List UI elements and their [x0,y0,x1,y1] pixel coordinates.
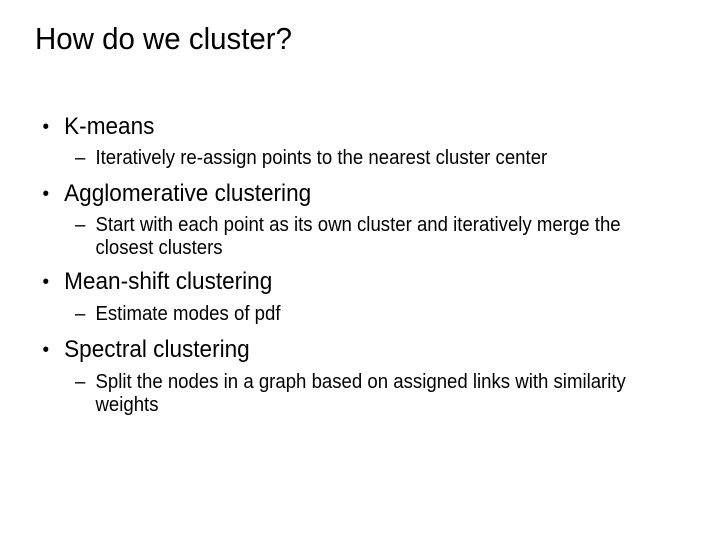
bullet-sub-label: Start with each point as its own cluster… [95,214,621,259]
bullet-item-level2: –Estimate modes of pdf [35,303,649,326]
bullet-group-agglomerative-clustering: • Agglomerative clustering –Start with ea… [35,179,695,260]
bullet-group-k-means: • K-means –Iteratively re-assign points t… [35,112,695,170]
bullet-dot-icon: • [42,183,50,205]
page-title: How do we cluster? [35,21,292,56]
bullet-item-level1: • Spectral clustering [35,335,655,365]
bullet-dash-icon: – [74,147,86,169]
bullet-label: K-means [64,113,155,140]
bullet-label: Agglomerative clustering [64,180,312,207]
bullet-sub-label: Estimate modes of pdf [95,303,281,325]
bullet-item-level1: • Agglomerative clustering [35,179,655,209]
bullet-sub-label: Iteratively re-assign points to the near… [95,147,548,169]
bullet-dash-icon: – [74,303,86,325]
bullet-item-level1: • Mean-shift clustering [35,267,655,297]
bullet-dash-icon: – [74,214,86,236]
bullet-group-mean-shift-clustering: • Mean-shift clustering –Estimate modes o… [35,267,695,326]
bullet-item-level2: –Iteratively re-assign points to the nea… [35,147,649,170]
bullet-sub-label: Split the nodes in a graph based on assi… [95,371,626,416]
bullet-dot-icon: • [42,271,50,293]
bullet-list: •K-means –Iteratively re-assign points t… [35,112,695,417]
bullet-dash-icon: – [74,371,86,393]
bullet-item-level1: • K-means [35,112,655,142]
bullet-item-level2: –Split the nodes in a graph based on ass… [35,371,649,417]
bullet-label: Spectral clustering [64,336,250,363]
bullet-dot-icon: • [42,339,50,361]
bullet-item-level2: –Start with each point as its own cluste… [35,214,649,260]
bullet-dot-icon: • [42,116,50,138]
bullet-group-spectral-clustering: • Spectral clustering –Split the nodes in… [35,335,695,417]
bullet-label: Mean-shift clustering [64,268,273,295]
